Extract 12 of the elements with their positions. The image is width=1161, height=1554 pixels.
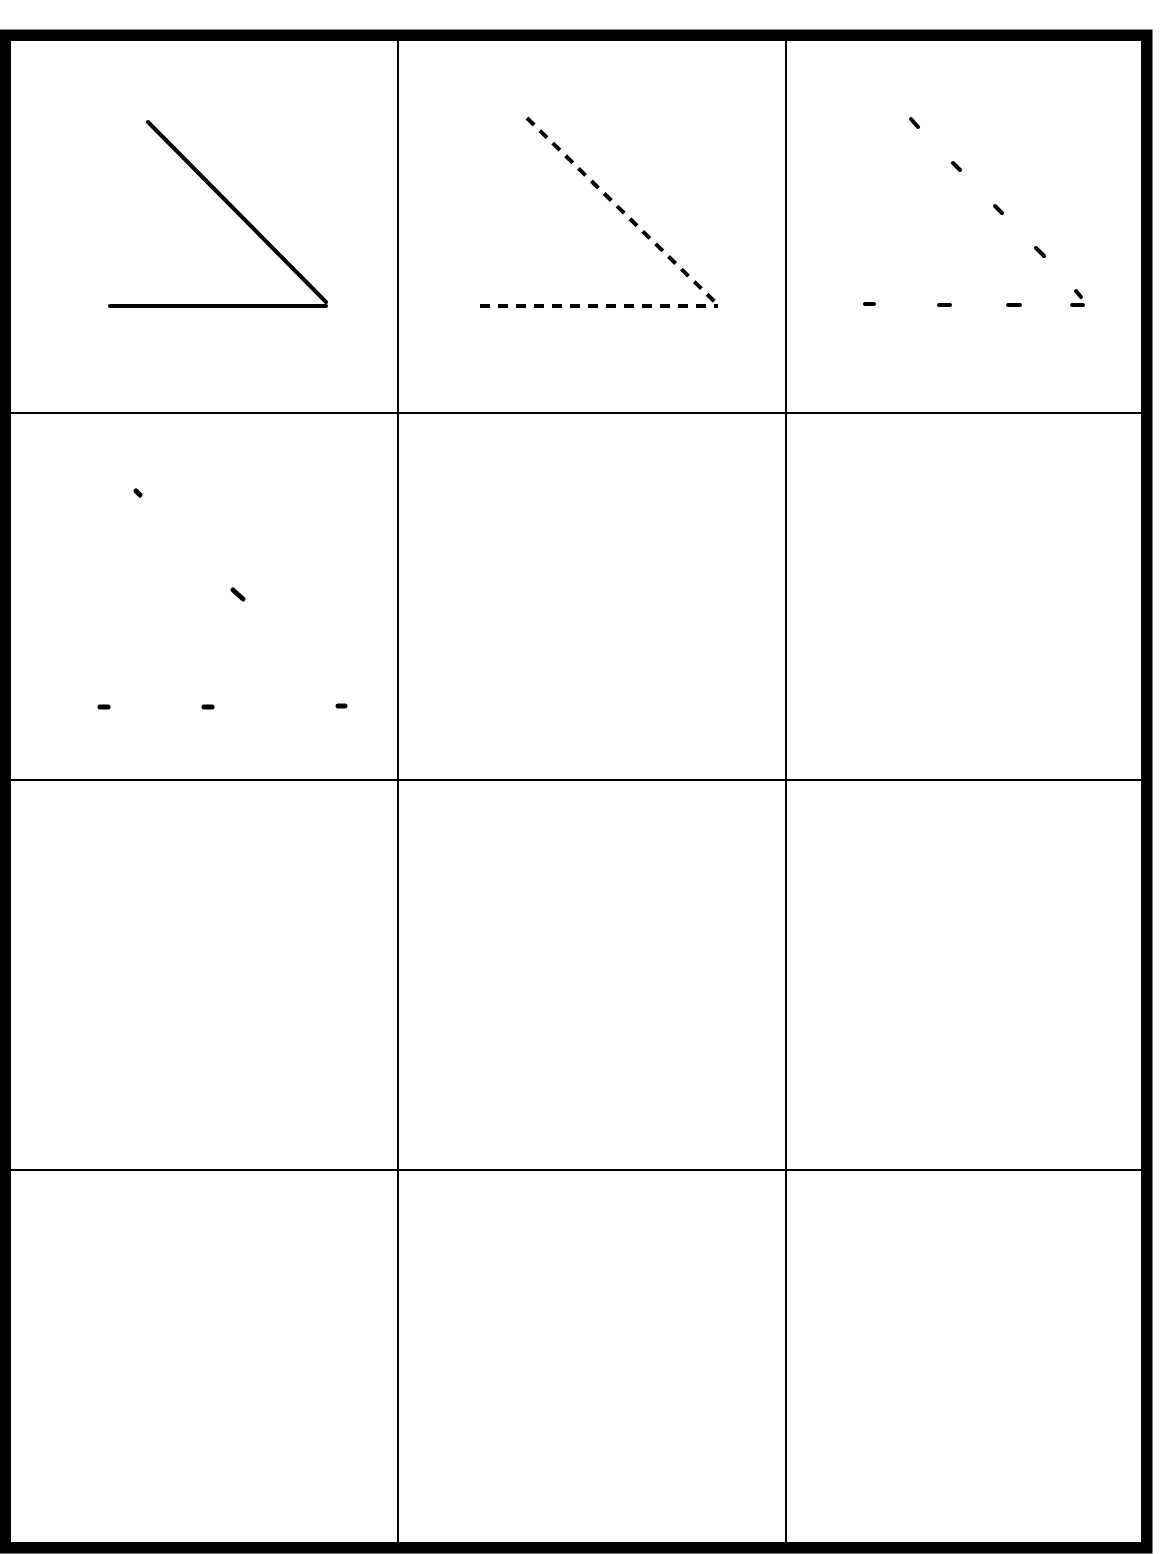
grid-cell (786, 40, 1142, 413)
grid-cell (398, 413, 786, 780)
grid-cell (786, 413, 1142, 780)
grid-cell (398, 1170, 786, 1543)
grid-cell (398, 780, 786, 1170)
grid-cell (10, 413, 398, 780)
grid-cell (398, 40, 786, 413)
grid-cell (10, 40, 398, 413)
grid-cell (786, 1170, 1142, 1543)
grid-cell (10, 1170, 398, 1543)
grid-cell (786, 780, 1142, 1170)
grid-cell (10, 780, 398, 1170)
